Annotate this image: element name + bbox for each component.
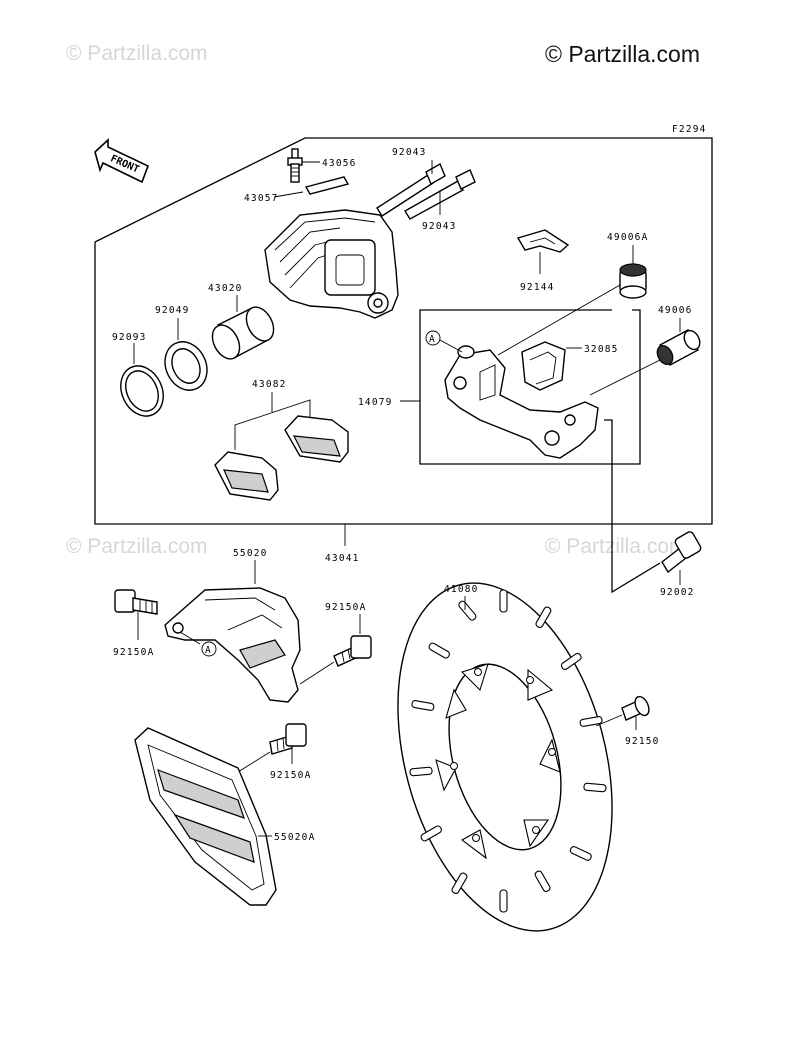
bleeder-valve [287, 148, 303, 183]
caliper-guard [134, 727, 277, 906]
caliper-body [264, 209, 399, 319]
watermark-main: © Partzilla.com [545, 41, 700, 67]
mount-bracket [164, 587, 301, 703]
label-49006: 49006 [658, 305, 693, 316]
label-32085: 32085 [584, 344, 619, 355]
label-55020a: 55020A [274, 832, 316, 843]
label-49006a: 49006A [607, 232, 649, 243]
label-92093: 92093 [112, 332, 147, 343]
bushing-49006a [619, 263, 647, 299]
assembly-frame [94, 137, 713, 525]
label-92002: 92002 [660, 587, 695, 598]
bolt-92002 [661, 531, 702, 574]
callout-a-mount-label: A [205, 645, 212, 656]
label-92144: 92144 [520, 282, 555, 293]
callout-a-bracket [425, 330, 441, 346]
label-92049: 92049 [155, 305, 190, 316]
piston [211, 306, 275, 360]
label-43057: 43057 [244, 193, 279, 204]
label-41080: 41080 [444, 584, 479, 595]
label-92150a-mid: 92150A [325, 602, 367, 613]
label-43082: 43082 [252, 379, 287, 390]
piston-seal [120, 365, 164, 417]
brake-disc [397, 582, 613, 932]
label-92043-top: 92043 [392, 147, 427, 158]
pad-retainer [521, 341, 566, 391]
bracket-frame [419, 309, 641, 465]
pad-spring [516, 229, 570, 253]
label-43056: 43056 [322, 158, 357, 169]
callout-a-mount [201, 641, 217, 657]
label-92043-bottom: 92043 [422, 221, 457, 232]
callout-a-bracket-label: A [429, 334, 436, 345]
bolt-92150a-left [114, 589, 158, 615]
brake-pad-left [214, 451, 279, 501]
label-92150a-lower: 92150A [270, 770, 312, 781]
label-43041: 43041 [325, 553, 360, 564]
watermark-mid-right: © Partzilla.com [545, 535, 687, 558]
dust-seal [164, 341, 208, 391]
label-55020: 55020 [233, 548, 268, 559]
disc-bolt [621, 695, 650, 721]
watermark-mid-left: © Partzilla.com [66, 535, 208, 558]
label-43020: 43020 [208, 283, 243, 294]
front-arrow-icon: FRONT [94, 138, 150, 184]
bolt-92150a-lower [269, 723, 307, 755]
figure-code: F2294 [672, 124, 707, 135]
slide-pin-upper [376, 162, 446, 217]
caliper-bracket [444, 345, 599, 459]
bolt-92150a-mid [333, 635, 372, 667]
label-92150a-left: 92150A [113, 647, 155, 658]
label-92150: 92150 [625, 736, 660, 747]
pad-spring-pin [304, 176, 350, 195]
watermark-top-left: © Partzilla.com [66, 42, 208, 65]
label-14079: 14079 [358, 397, 393, 408]
bushing-49006 [656, 329, 701, 366]
brake-pad-right [284, 415, 349, 463]
